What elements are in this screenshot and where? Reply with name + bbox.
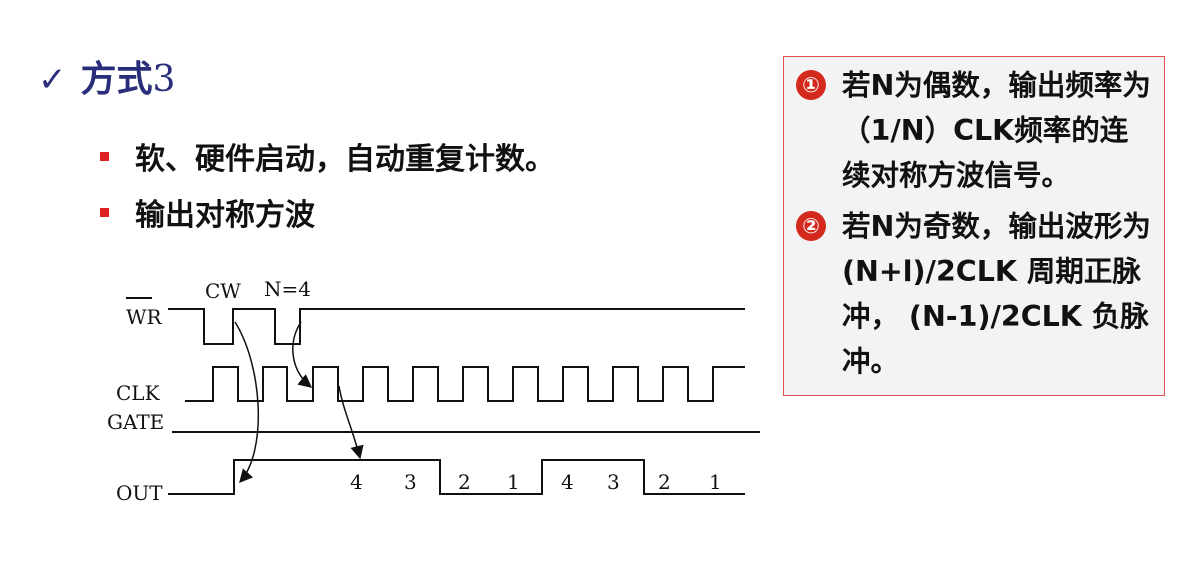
bullet-item: 输出对称方波 (100, 184, 555, 240)
wr-label: WR (126, 305, 163, 329)
title-number: 3 (152, 59, 176, 100)
arrow-n-to-clk (292, 321, 313, 388)
note-item: ① 若N为偶数，输出频率为（1/N）CLK频率的连续对称方波信号。 (796, 63, 1154, 198)
arrow-cw-to-out (234, 321, 260, 484)
bullet-item: 软、硬件启动，自动重复计数。 (100, 128, 555, 184)
number-badge-icon: ① (796, 70, 826, 100)
count-label: 3 (404, 470, 417, 494)
bullet-text: 软、硬件启动，自动重复计数。 (135, 142, 555, 177)
count-label: 3 (607, 470, 620, 494)
n-annotation: N=4 (264, 277, 311, 301)
note-text: 若N为奇数，输出波形为 (N+l)/2CLK 周期正脉冲， (N-1)/2CLK… (842, 210, 1151, 378)
cw-annotation: CW (205, 279, 241, 303)
clk-waveform (185, 366, 745, 402)
slide-title: ✓ 方式3 (38, 52, 175, 108)
count-label: 2 (458, 470, 471, 494)
title-main: 方式 (80, 59, 153, 100)
count-label: 2 (658, 470, 671, 494)
bullet-square-icon (100, 207, 109, 217)
bullet-text: 输出对称方波 (135, 198, 315, 233)
checkmark-icon: ✓ (38, 60, 67, 100)
count-label: 1 (507, 470, 520, 494)
wr-waveform (168, 308, 745, 345)
arrow-clk-to-count (338, 385, 364, 460)
clk-label: CLK (116, 381, 161, 405)
number-badge-icon: ② (796, 211, 826, 241)
out-label: OUT (116, 481, 163, 505)
note-item: ② 若N为奇数，输出波形为 (N+l)/2CLK 周期正脉冲， (N-1)/2C… (796, 204, 1154, 384)
count-label: 4 (350, 470, 363, 494)
gate-label: GATE (107, 410, 164, 434)
bullet-square-icon (100, 151, 109, 161)
notes-box: ① 若N为偶数，输出频率为（1/N）CLK频率的连续对称方波信号。 ② 若N为奇… (783, 56, 1165, 396)
count-label: 4 (561, 470, 574, 494)
bullet-list: 软、硬件启动，自动重复计数。 输出对称方波 (100, 128, 555, 240)
out-waveform (168, 459, 745, 495)
slide-title-text: 方式3 (81, 62, 176, 98)
note-text: 若N为偶数，输出频率为（1/N）CLK频率的连续对称方波信号。 (842, 69, 1151, 192)
count-label: 1 (709, 470, 722, 494)
